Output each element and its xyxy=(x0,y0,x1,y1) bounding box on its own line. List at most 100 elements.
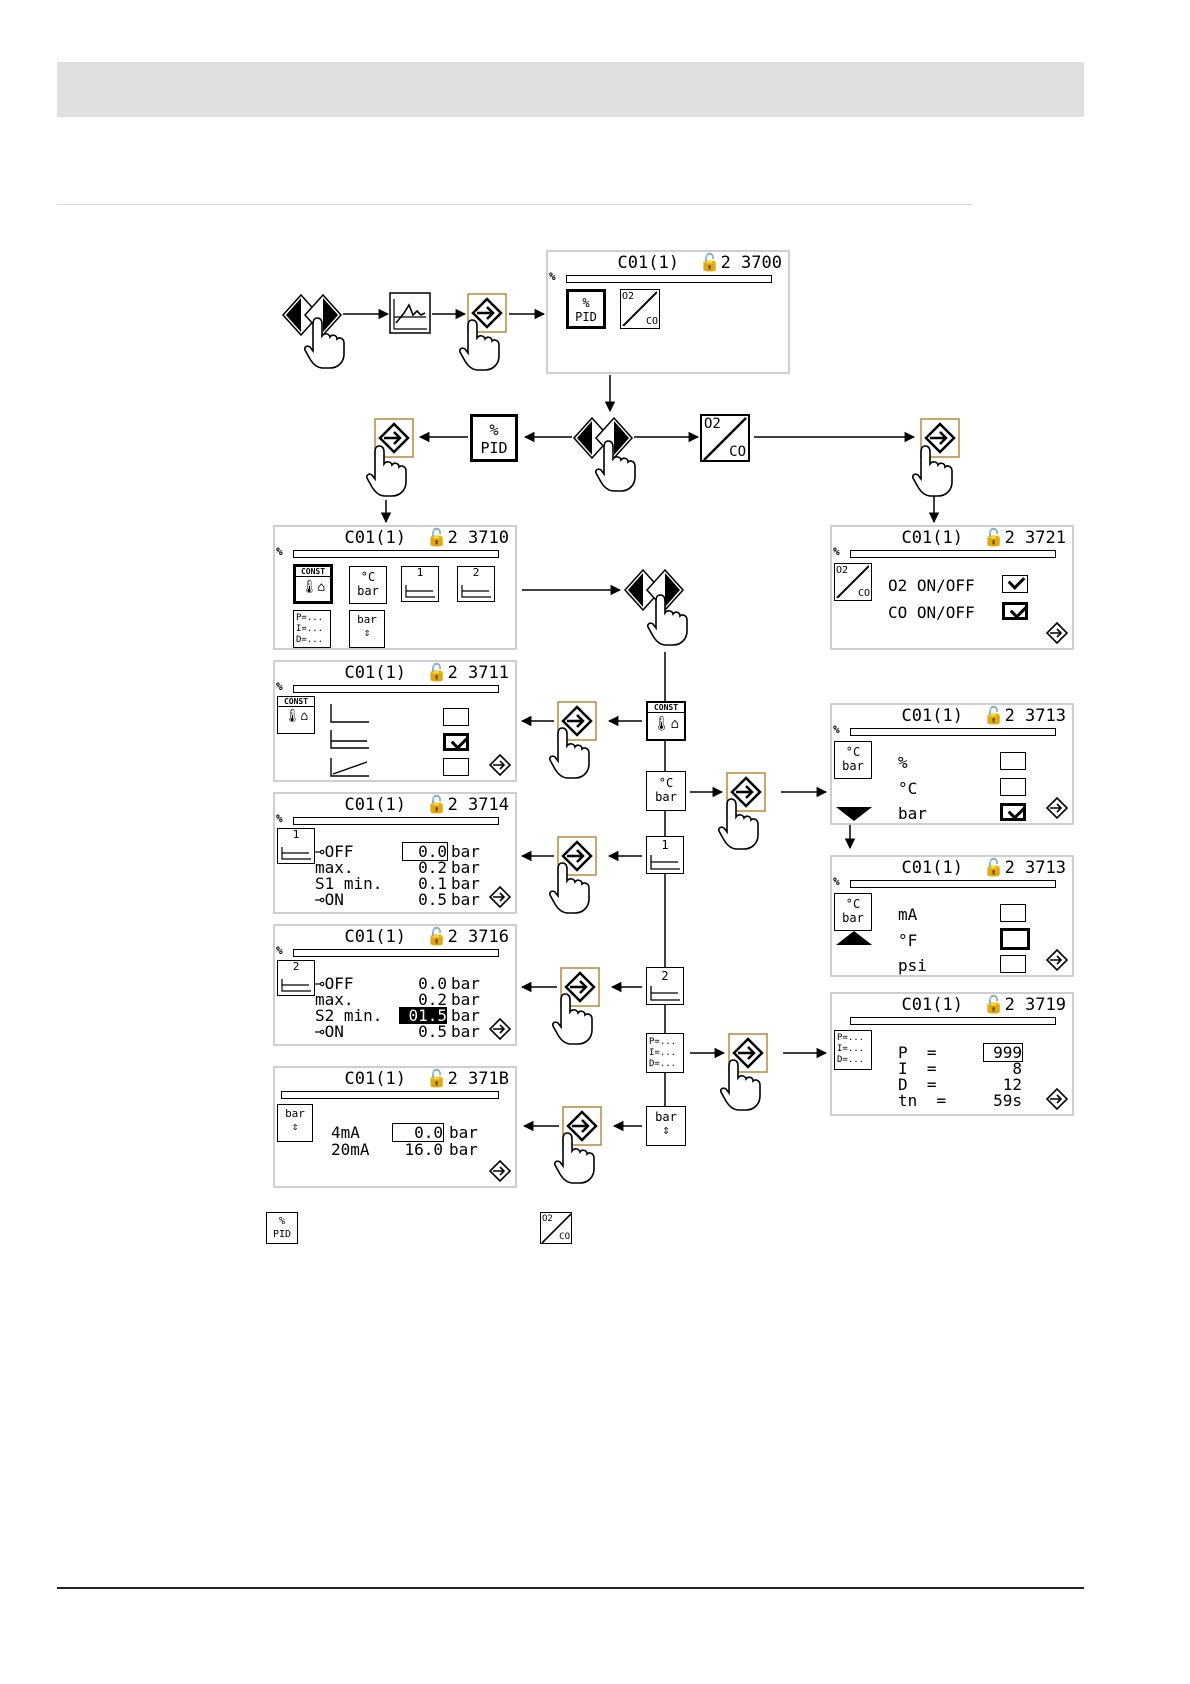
bar-range-icon[interactable]: bar ⇕ xyxy=(349,610,385,648)
screen-header: C01(1) 🔓2 3719 xyxy=(901,995,1066,1015)
checkbox-1[interactable] xyxy=(443,708,469,726)
footer-divider xyxy=(57,1587,1084,1589)
param-row-max: max. xyxy=(315,858,354,877)
range-row-20ma: 20mA xyxy=(331,1140,370,1159)
screen-3719: C01(1) 🔓2 3719 P=... I=... D=... P = 999… xyxy=(830,992,1074,1116)
pid-params-icon[interactable]: P=... I=... D=... xyxy=(646,1033,684,1073)
screen-header: C01(1) 🔓2 3711 xyxy=(344,663,509,683)
screen-header: C01(1) 🔓2 3714 xyxy=(344,795,509,815)
percent-label: % xyxy=(833,723,840,736)
percent-label: % xyxy=(833,875,840,888)
enter-icon[interactable] xyxy=(1046,949,1068,971)
progress-bar xyxy=(293,550,499,558)
nav-left-right-button-3[interactable] xyxy=(624,569,684,611)
stage2-icon[interactable]: 2 xyxy=(646,967,684,1005)
screen-header: C01(1) 🔓2 3700 xyxy=(617,253,782,273)
stage1-icon[interactable]: 1 xyxy=(401,566,439,602)
o2-co-mode-icon[interactable]: O2 CO xyxy=(620,289,660,329)
stage1-icon[interactable]: 1 xyxy=(646,836,684,874)
percent-label: % xyxy=(276,545,283,558)
enter-icon[interactable] xyxy=(489,1160,511,1182)
scroll-up-icon[interactable] xyxy=(836,931,872,945)
thermo-house-icon: 🌡⌂ xyxy=(283,709,309,724)
progress-bar xyxy=(293,949,499,957)
percent-label: % xyxy=(276,812,283,825)
screen-header: C01(1) 🔓2 3713 xyxy=(901,858,1066,878)
param-value-off[interactable]: 0.0 xyxy=(402,842,448,861)
nav-left-right-button-1[interactable] xyxy=(282,294,342,336)
param-row-on: ⊸ON xyxy=(315,1022,344,1041)
percent-label: % xyxy=(276,680,283,693)
screen-3700: C01(1) 🔓2 3700 % %PID O2 CO xyxy=(546,250,790,374)
const-icon[interactable]: CONST 🌡⌂ xyxy=(293,564,333,604)
enter-icon[interactable] xyxy=(1046,797,1068,819)
unit-celsius-checkbox[interactable] xyxy=(1000,778,1026,796)
range-arrows-icon: ⇕ xyxy=(363,626,371,639)
enter-icon[interactable] xyxy=(1046,622,1068,644)
screen-header: C01(1) 🔓2 3710 xyxy=(344,528,509,548)
param-row-on: ⊸ON xyxy=(315,890,344,909)
param-value-s2min[interactable]: 01.5 xyxy=(399,1007,447,1024)
unit-psi-checkbox[interactable] xyxy=(1000,955,1026,973)
param-row-s2min: S2 min. xyxy=(315,1006,383,1025)
bar-range-icon[interactable]: bar ⇕ xyxy=(646,1106,686,1146)
unit-fahrenheit-checkbox[interactable] xyxy=(1000,928,1030,950)
enter-icon[interactable] xyxy=(489,1018,511,1040)
co-toggle-label: CO ON/OFF xyxy=(888,603,975,622)
screen-header: C01(1) 🔓2 3721 xyxy=(901,528,1066,548)
bar-range-icon: bar ⇕ xyxy=(277,1104,313,1142)
range-value-4ma[interactable]: 0.0 xyxy=(392,1123,444,1142)
percent-label: % xyxy=(276,944,283,957)
key-icon: ⊸ xyxy=(315,974,325,993)
legend-pid-icon: %PID xyxy=(266,1212,298,1244)
unit-ma-checkbox[interactable] xyxy=(1000,904,1026,922)
param-row-s1min: S1 min. xyxy=(315,874,383,893)
enter-icon[interactable] xyxy=(489,886,511,908)
checkbox-2[interactable] xyxy=(443,733,469,751)
screen-3714: C01(1) 🔓2 3714 % 1 ⊸OFF 0.0 bar max. 0.2… xyxy=(273,792,517,914)
pid-mode-icon[interactable]: %PID xyxy=(470,414,518,462)
stage2-icon[interactable]: 2 xyxy=(457,566,495,602)
screen-3711: C01(1) 🔓2 3711 % CONST 🌡⌂ xyxy=(273,660,517,782)
key-icon: ⊸ xyxy=(315,1022,325,1041)
screen-3716: C01(1) 🔓2 3716 % 2 ⊸OFF 0.0 bar max. 0.2… xyxy=(273,924,517,1046)
pid-p-value[interactable]: 999 xyxy=(983,1043,1023,1062)
const-icon[interactable]: CONST 🌡⌂ xyxy=(646,701,686,741)
const-icon: CONST 🌡⌂ xyxy=(277,696,315,734)
o2-checkbox[interactable] xyxy=(1002,575,1028,593)
param-row-off: ⊸OFF xyxy=(315,974,354,993)
legend-o2-co-icon: O2 CO xyxy=(540,1212,572,1244)
checkbox-3[interactable] xyxy=(443,758,469,776)
o2-toggle-label: O2 ON/OFF xyxy=(888,576,975,595)
key-icon: ⊸ xyxy=(315,842,325,861)
o2-co-mode-icon[interactable]: O2 CO xyxy=(700,414,750,462)
progress-bar xyxy=(293,817,499,825)
range-row-4ma: 4mA xyxy=(331,1123,360,1142)
stage2-icon: 2 xyxy=(277,960,315,996)
progress-bar xyxy=(850,728,1056,736)
o2-co-mode-icon: O2 CO xyxy=(834,563,872,601)
scroll-down-icon[interactable] xyxy=(836,807,872,821)
pid-params-icon: P=... I=... D=... xyxy=(834,1030,872,1070)
screen-371B: C01(1) 🔓2 371B bar ⇕ 4mA 0.0 bar 20mA 16… xyxy=(273,1066,517,1188)
screen-header: C01(1) 🔓2 3716 xyxy=(344,927,509,947)
enter-icon[interactable] xyxy=(1046,1088,1068,1110)
enter-icon[interactable] xyxy=(489,754,511,776)
param-row-off: ⊸OFF xyxy=(315,842,354,861)
range-arrows-icon: ⇕ xyxy=(662,1123,670,1138)
unit-percent-checkbox[interactable] xyxy=(1000,752,1026,770)
pid-params-icon[interactable]: P=... I=... D=... xyxy=(293,610,331,648)
co-checkbox[interactable] xyxy=(1002,602,1028,620)
unit-bar-checkbox[interactable] xyxy=(1000,803,1026,821)
pid-mode-icon[interactable]: %PID xyxy=(566,289,606,329)
nav-left-right-button-2[interactable] xyxy=(573,417,633,459)
percent-label: % xyxy=(833,545,840,558)
progress-bar xyxy=(850,1017,1056,1025)
progress-bar xyxy=(293,685,499,693)
graph-icon xyxy=(389,292,431,334)
